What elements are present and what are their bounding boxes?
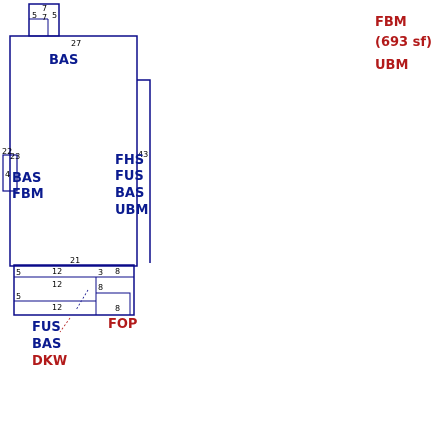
label-bottom-fop: FOP: [108, 317, 138, 332]
dim-b-3: 3: [98, 268, 104, 277]
label-bottom-fus: FUS: [32, 320, 61, 335]
dim-bottom-21: 21: [70, 256, 81, 265]
label-left-bas: BAS: [12, 171, 42, 186]
dim-b-5: 5: [16, 268, 22, 277]
dim-b-5b: 5: [16, 292, 22, 301]
dotted-divider-b: [59, 317, 71, 333]
dim-b-8c: 8: [115, 304, 121, 313]
legend-below-code: UBM: [375, 58, 409, 73]
label-fus-mid: FUS: [115, 169, 144, 184]
label-ubm-mid: UBM: [115, 203, 149, 218]
main-building-outline: [9, 35, 138, 267]
legend-area-code: FBM: [375, 15, 407, 30]
label-bottom-bas: BAS: [32, 337, 62, 352]
label-top-bas: BAS: [49, 53, 79, 68]
right-jog-line: [137, 79, 151, 263]
label-bas-mid: BAS: [115, 186, 145, 201]
dim-b-8a: 8: [115, 267, 121, 276]
dim-top-27: 27: [71, 39, 82, 48]
dim-top-box-d: 5: [52, 11, 58, 20]
label-left-fbm: FBM: [12, 187, 44, 202]
legend-area-sqft: (693 sf): [375, 35, 432, 50]
left-bump-out: [2, 154, 18, 192]
dim-b-12a: 12: [52, 267, 63, 276]
bottom-addition-right-step: [96, 292, 131, 315]
dim-b-12c: 12: [52, 303, 63, 312]
dim-right-43: 43: [138, 150, 149, 159]
dim-left-23: 23: [10, 152, 21, 161]
dim-top-box-a: 7: [42, 4, 48, 13]
dim-top-box-c: 7: [42, 13, 48, 22]
label-fhs: FHS: [115, 153, 145, 168]
dim-b-12b: 12: [52, 280, 63, 289]
dim-left-4: 4: [5, 170, 11, 179]
dotted-divider-a: [75, 289, 89, 311]
dim-b-8b: 8: [98, 283, 104, 292]
dim-left-22: 22: [2, 147, 13, 156]
dim-top-box-b: 5: [32, 11, 38, 20]
bottom-addition-outline: [13, 264, 135, 316]
label-bottom-dkw: DKW: [32, 354, 68, 369]
